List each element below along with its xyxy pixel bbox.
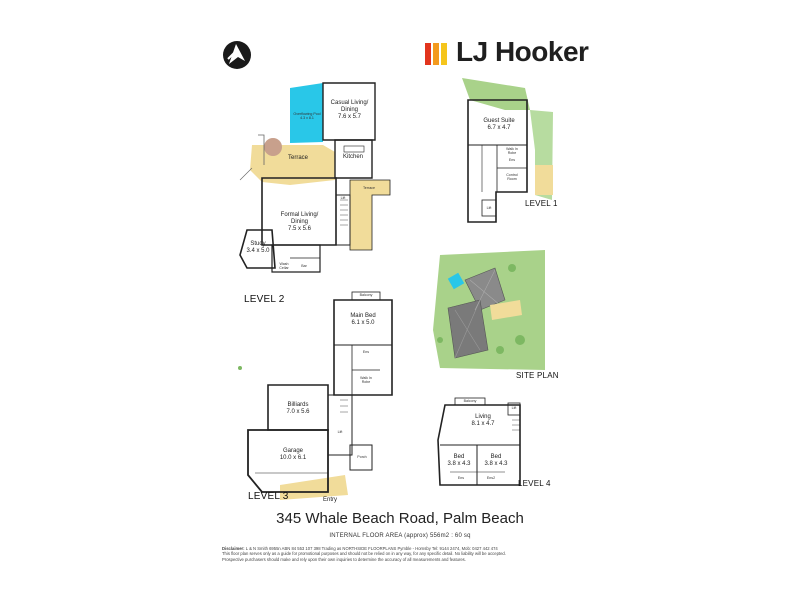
level3-entry-label: Entry (322, 497, 337, 503)
level1-ens-label: Ens (508, 158, 516, 162)
level1-guest-suite-label: Guest Suite 6.7 x 4.7 (483, 118, 515, 131)
level3-title: LEVEL 3 (248, 491, 289, 502)
level3-billiards-label: Billiards 7.0 x 5.6 (286, 402, 310, 415)
level1-deck (535, 165, 553, 195)
level2-pool (290, 83, 323, 143)
level2-formal-living-label: Formal Living/ Dining 7.5 x 5.6 (280, 212, 319, 232)
level1-title: LEVEL 1 (525, 199, 558, 208)
level3-entry-path (280, 475, 348, 500)
level2-pool-label: Overflowing Pool 4.3 x 8.1 (293, 112, 321, 120)
level-3-plan (238, 291, 393, 500)
level2-planter (264, 138, 282, 156)
level4-ens2-label: Ens2 (486, 476, 496, 480)
level2-lift-label: Lift (340, 196, 346, 200)
level4-ens-label: Ens (457, 476, 465, 480)
level3-lift-label: Lift (337, 430, 343, 434)
level2-small-terrace-label: Terrace (363, 186, 375, 190)
level3-garage-label: Garage 10.0 x 6.1 (279, 448, 307, 461)
level3-robe-label: Walk In Robe (360, 376, 372, 384)
floor-area-note: INTERNAL FLOOR AREA (approx) 556m2 : 60 … (329, 533, 471, 539)
level2-terrace-label: Terrace (287, 155, 308, 161)
disclaimer-line-1: Disclaimer: L & N Smith 6955n ABN 84 553… (222, 546, 642, 551)
level3-porch-label: Porch (357, 455, 367, 459)
level4-living-label: Living 8.1 x 4.7 (471, 414, 495, 427)
level4-title: LEVEL 4 (518, 479, 551, 488)
brand-name: LJ Hooker (456, 36, 589, 67)
site-plan-title: SITE PLAN (516, 371, 559, 380)
north-arrow-icon (223, 41, 251, 69)
disclaimer-line-2: This floor plan serves only as a guide f… (222, 551, 506, 557)
level4-bed1-label: Bed 3.8 x 4.3 (447, 454, 471, 467)
level2-cellar-label: Wash Cellar (279, 262, 289, 270)
level4-bed2-label: Bed 3.8 x 4.3 (484, 454, 508, 467)
level1-control-label: Control Room (506, 173, 518, 181)
level3-ens-label: Ens (362, 350, 370, 354)
level3-main-bed-label: Main Bed 6.1 x 5.0 (350, 313, 376, 326)
level2-study-label: Study 3.4 x 5.0 (246, 241, 270, 254)
level2-small-terrace (349, 179, 391, 251)
level-2-plan (239, 82, 391, 273)
level2-bar-label: Bar (301, 264, 307, 268)
level-1-plan (462, 78, 553, 223)
level3-balcony-label: Balcony (359, 293, 373, 297)
level2-casual-living-label: Casual Living/ Dining 7.6 x 5.7 (330, 100, 369, 120)
level2-kitchen-label: Kitchen (342, 154, 363, 160)
level1-garden (462, 78, 530, 110)
level4-balcony-label: Balcony (463, 399, 477, 403)
level1-lift-label: Lift (486, 206, 492, 210)
level4-lift-label: Lift (511, 406, 517, 410)
disclaimer-label: Disclaimer: (222, 546, 245, 551)
brand-logo-icon (425, 43, 447, 65)
disclaimer-text-1: L & N Smith 6955n ABN 84 553 107 398 Tra… (245, 546, 498, 551)
disclaimer-line-3: Prospective purchasers should make and r… (222, 556, 466, 562)
level2-title: LEVEL 2 (244, 294, 285, 305)
site-plan (433, 250, 545, 370)
level-4-plan (437, 397, 521, 486)
level1-walkin-label: Walk In Robe (506, 147, 518, 155)
disclaimer-block: Disclaimer: L & N Smith 6955n ABN 84 553… (222, 546, 642, 562)
property-address: 345 Whale Beach Road, Palm Beach (276, 510, 524, 527)
